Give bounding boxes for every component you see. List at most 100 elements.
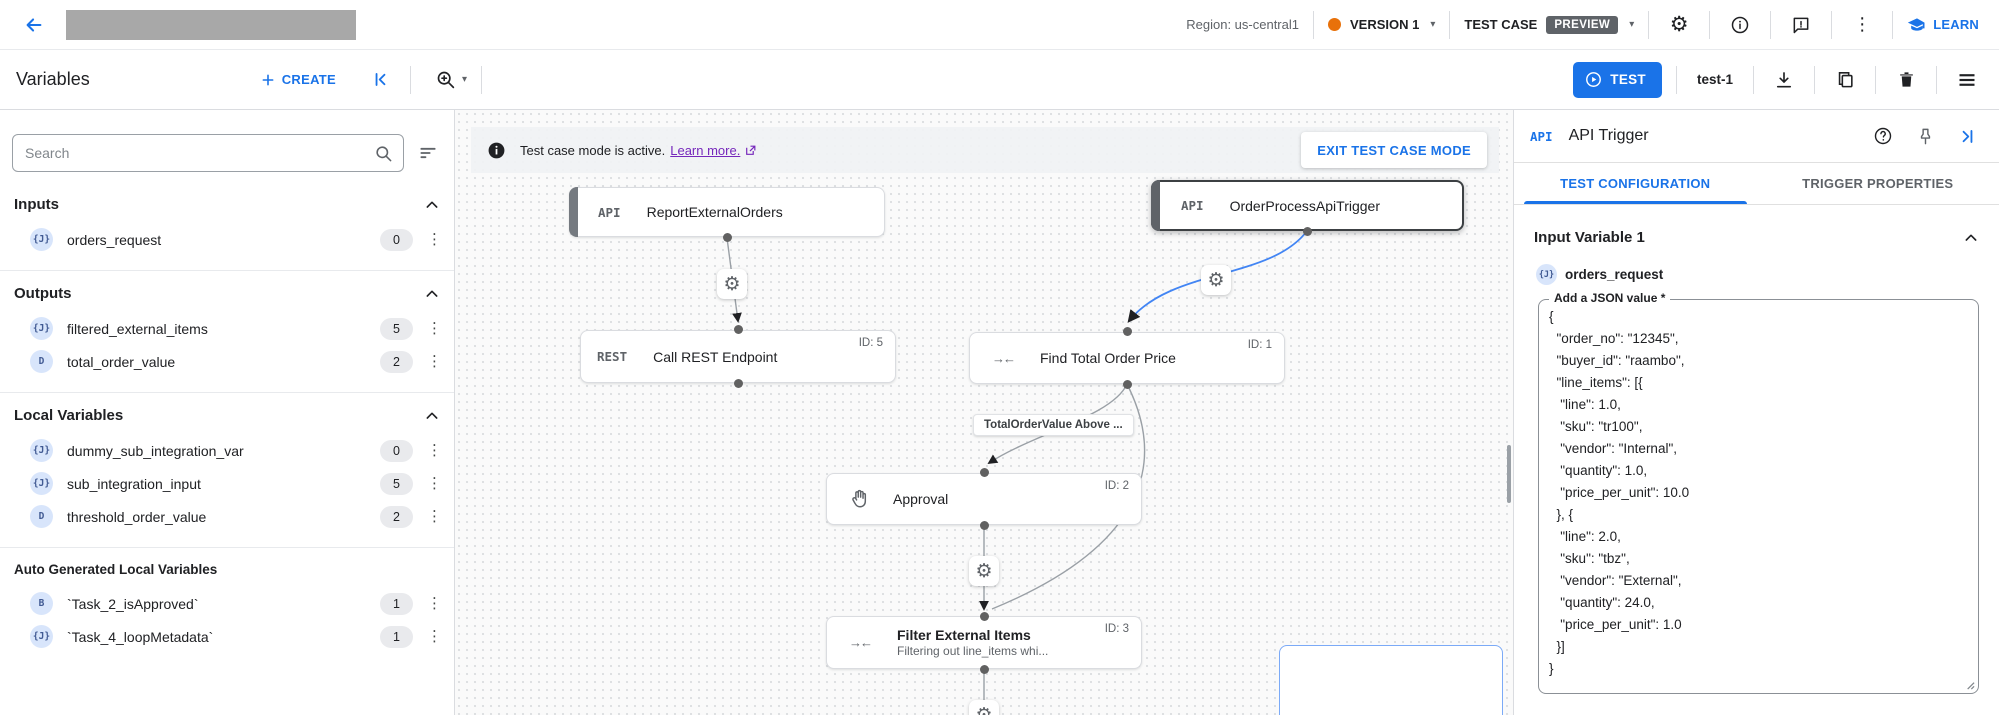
node-order-process-api-trigger[interactable]: API OrderProcessApiTrigger [1151, 180, 1464, 231]
divider [1936, 65, 1937, 94]
row-kebab-icon[interactable]: ⋮ [427, 320, 442, 337]
divider [1814, 65, 1815, 94]
info-icon[interactable] [1724, 9, 1756, 41]
sort-filter-icon[interactable] [412, 137, 444, 169]
node-call-rest-endpoint[interactable]: REST Call REST Endpoint ID: 5 [580, 330, 896, 383]
task-subtitle: Filtering out line_items whi... [897, 644, 1049, 658]
inspector-title: API Trigger [1568, 127, 1649, 144]
row-kebab-icon[interactable]: ⋮ [427, 442, 442, 459]
edge-config-gear-icon[interactable]: ⚙ [1201, 265, 1231, 295]
preview-badge: PREVIEW [1546, 15, 1619, 34]
usage-count-badge: 2 [380, 505, 413, 528]
row-kebab-icon[interactable]: ⋮ [427, 595, 442, 612]
pin-icon[interactable] [1909, 120, 1941, 152]
row-kebab-icon[interactable]: ⋮ [427, 508, 442, 525]
search-input[interactable] [25, 145, 374, 161]
json-type-icon: {J} [1536, 264, 1557, 285]
connector-dot[interactable] [734, 379, 743, 388]
divider [410, 65, 412, 94]
row-kebab-icon[interactable]: ⋮ [427, 231, 442, 248]
settings-gear-icon[interactable]: ⚙ [1669, 13, 1689, 36]
connector-dot[interactable] [980, 665, 989, 674]
variable-row[interactable]: {J} orders_request 0 ⋮ [0, 223, 454, 256]
connector-dot[interactable] [980, 521, 989, 530]
canvas-scrollbar[interactable] [1507, 445, 1511, 503]
copy-icon[interactable] [1829, 64, 1861, 96]
task-id-label: ID: 2 [1104, 480, 1129, 492]
back-arrow-icon[interactable] [20, 11, 48, 39]
edge-config-gear-icon[interactable]: ⚙ [969, 556, 999, 586]
delete-trash-icon[interactable] [1890, 64, 1922, 96]
search-box[interactable] [12, 134, 404, 172]
tab-test-configuration[interactable]: TEST CONFIGURATION [1514, 163, 1757, 204]
chevron-up-icon [426, 201, 438, 208]
connector-dot[interactable] [980, 468, 989, 477]
local-variables-section-header[interactable]: Local Variables [0, 393, 454, 434]
info-icon [488, 142, 505, 158]
exit-test-case-mode-button[interactable]: EXIT TEST CASE MODE [1301, 132, 1487, 168]
api-trigger-icon: API [1181, 198, 1204, 213]
variable-row[interactable]: {J} `Task_4_loopMetadata` 1 ⋮ [0, 620, 454, 653]
create-variable-button[interactable]: CREATE [260, 72, 336, 88]
connector-dot[interactable] [1123, 327, 1132, 336]
divider [1709, 10, 1711, 39]
json-type-icon: {J} [30, 472, 53, 495]
download-icon[interactable] [1768, 64, 1800, 96]
collapse-panel-left-icon[interactable] [364, 64, 396, 96]
more-options-kebab-icon[interactable]: ⋮ [1853, 14, 1872, 34]
connector-dot[interactable] [1123, 380, 1132, 389]
divider [0, 270, 454, 271]
divider [1675, 65, 1677, 94]
edge-config-gear-icon[interactable]: ⚙ [717, 269, 747, 299]
inputs-section-header[interactable]: Inputs [0, 182, 454, 223]
connector-dot[interactable] [980, 612, 989, 621]
empty-note-box[interactable] [1279, 645, 1503, 715]
double-type-icon: D [30, 505, 53, 528]
learn-link[interactable]: LEARN [1907, 15, 1979, 35]
help-icon[interactable] [1867, 120, 1899, 152]
outputs-section-header[interactable]: Outputs [0, 271, 454, 312]
test-case-selector[interactable]: TEST CASE PREVIEW ▾ [1464, 15, 1635, 34]
collapse-panel-right-icon[interactable] [1951, 120, 1983, 152]
node-filter-external-items[interactable]: →← Filter External Items Filtering out l… [826, 616, 1142, 669]
node-approval[interactable]: Approval ID: 2 [826, 473, 1142, 525]
integration-canvas[interactable]: Test case mode is active. Learn more. EX… [455, 110, 1513, 715]
test-button[interactable]: TEST [1573, 61, 1662, 98]
variable-row[interactable]: B `Task_2_isApproved` 1 ⋮ [0, 587, 454, 620]
rest-task-icon: REST [597, 349, 628, 364]
connector-dot[interactable] [1303, 227, 1312, 236]
learn-more-link[interactable]: Learn more. [670, 142, 741, 158]
variable-row[interactable]: {J} sub_integration_input 5 ⋮ [0, 467, 454, 500]
connector-dot[interactable] [734, 325, 743, 334]
tab-trigger-properties[interactable]: TRIGGER PROPERTIES [1802, 176, 1954, 191]
variable-row[interactable]: D total_order_value 2 ⋮ [0, 345, 454, 378]
test-case-name[interactable]: test-1 [1696, 72, 1733, 87]
zoom-control-dropdown[interactable]: ▾ [435, 69, 467, 90]
node-find-total-order-price[interactable]: →← Find Total Order Price ID: 1 [969, 332, 1285, 384]
resize-handle-icon[interactable] [1964, 679, 1975, 690]
node-report-external-orders[interactable]: API ReportExternalOrders [569, 187, 885, 237]
divider [1770, 10, 1772, 39]
variable-row[interactable]: D threshold_order_value 2 ⋮ [0, 500, 454, 533]
connector-dot[interactable] [723, 233, 732, 242]
edge-condition-label[interactable]: TotalOrderValue Above ... [973, 414, 1134, 436]
variable-row[interactable]: {J} filtered_external_items 5 ⋮ [0, 312, 454, 345]
menu-lines-icon[interactable] [1951, 64, 1983, 96]
row-kebab-icon[interactable]: ⋮ [427, 628, 442, 645]
edge-config-gear-icon[interactable]: ⚙ [969, 700, 999, 715]
divider [1449, 10, 1451, 39]
play-icon [1586, 72, 1602, 87]
trigger-accent-bar [569, 187, 578, 237]
variable-row[interactable]: {J} dummy_sub_integration_var 0 ⋮ [0, 434, 454, 467]
auto-generated-section-header[interactable]: Auto Generated Local Variables [14, 562, 218, 577]
row-kebab-icon[interactable]: ⋮ [427, 475, 442, 492]
input-variable-section-header[interactable]: Input Variable 1 [1534, 229, 1979, 246]
version-status-dot [1327, 18, 1341, 31]
row-kebab-icon[interactable]: ⋮ [427, 353, 442, 370]
json-value-textarea[interactable]: { "order_no": "12345", "buyer_id": "raam… [1549, 306, 1968, 680]
double-type-icon: D [30, 350, 53, 373]
region-label: Region: us-central1 [1186, 17, 1299, 32]
feedback-icon[interactable] [1785, 9, 1817, 41]
usage-count-badge: 1 [380, 625, 413, 648]
version-dropdown[interactable]: VERSION 1 ▾ [1327, 17, 1435, 32]
